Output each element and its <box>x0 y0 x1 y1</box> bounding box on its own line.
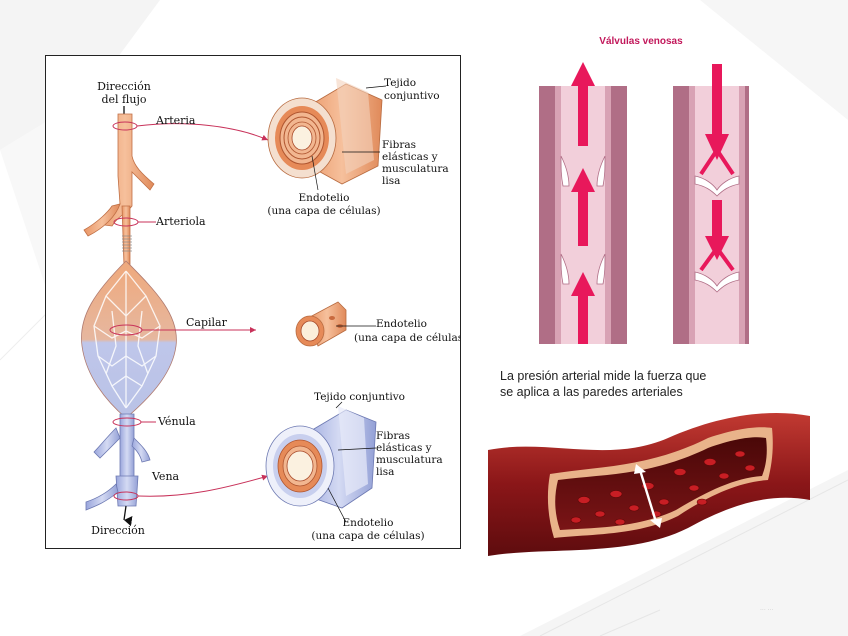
vein-valves-closed <box>673 64 749 344</box>
blood-vessel-diagram: Dirección del flujo <box>45 55 467 549</box>
artery-connective-line2: conjuntivo <box>384 90 440 102</box>
arrow-down-icon <box>705 64 729 160</box>
vein-cross-section <box>265 406 377 509</box>
label-capillary: Capilar <box>186 316 228 329</box>
vein-fibers-line3: musculatura <box>376 454 443 466</box>
pressure-caption-line2: se aplica a las paredes arteriales <box>500 385 683 399</box>
vein-valves-open <box>539 62 627 344</box>
arrow-up-icon <box>571 168 595 246</box>
artery-connective-line1: Tejido <box>384 77 416 89</box>
capillary-endothelium-line2: (una capa de células) <box>354 332 460 344</box>
vein-fibers-line4: lisa <box>376 466 394 478</box>
vein-endothelium-line1: Endotelio <box>343 517 394 529</box>
pressure-caption-line1: La presión arterial mide la fuerza que <box>500 369 707 383</box>
artery-fibers-line1: Fibras <box>382 139 416 151</box>
label-venule: Vénula <box>157 415 196 428</box>
flow-direction-top-line1: Dirección <box>97 80 151 93</box>
precapillary-sphincter <box>122 235 132 252</box>
flow-arrow-bottom <box>123 505 133 527</box>
artery-pressure-svg <box>488 412 810 556</box>
vein-fibers-line2: elásticas y <box>376 442 432 454</box>
venule <box>119 413 135 487</box>
arrow-up-icon <box>571 62 595 146</box>
vein-fibers-line1: Fibras <box>376 430 410 442</box>
capillary-cross-section <box>295 301 347 347</box>
valves-title: Válvulas venosas <box>599 36 683 47</box>
vessel-diagram-svg: Dirección del flujo <box>81 77 467 542</box>
vein-connective: Tejido conjuntivo <box>314 391 405 403</box>
arrow-down-icon <box>705 200 729 260</box>
artery-fibers-line2: elásticas y <box>382 151 438 163</box>
svg-text:··· ···: ··· ··· <box>760 607 773 614</box>
blood-pressure-figure: La presión arterial mide la fuerza que s… <box>488 368 810 570</box>
red-blood-cells <box>570 450 756 526</box>
label-artery: Arteria <box>155 114 196 127</box>
vein-endothelium-line2: (una capa de células) <box>311 530 424 542</box>
vein-trunk <box>93 427 121 459</box>
arrow-up-icon <box>571 272 595 344</box>
artery-fibers-line4: lisa <box>382 175 400 187</box>
flow-direction-bottom: Dirección <box>91 524 145 537</box>
flow-direction-top-line2: del flujo <box>101 93 146 106</box>
artery-cross-section <box>267 78 383 185</box>
artery-fibers-line3: musculatura <box>382 163 449 175</box>
valves-svg <box>539 62 749 344</box>
capillary-network <box>93 270 161 409</box>
venous-valves-figure: Válvulas venosas <box>533 36 749 344</box>
pressure-arrow-icon <box>634 464 662 528</box>
label-vein: Vena <box>151 470 180 483</box>
artery-endothelium-line1: Endotelio <box>299 192 350 204</box>
pressure-caption: La presión arterial mide la fuerza que s… <box>500 368 706 400</box>
capillary-endothelium-line1: Endotelio <box>376 318 427 330</box>
label-arteriole: Arteriola <box>155 215 206 228</box>
artery-endothelium-line2: (una capa de células) <box>267 205 380 217</box>
